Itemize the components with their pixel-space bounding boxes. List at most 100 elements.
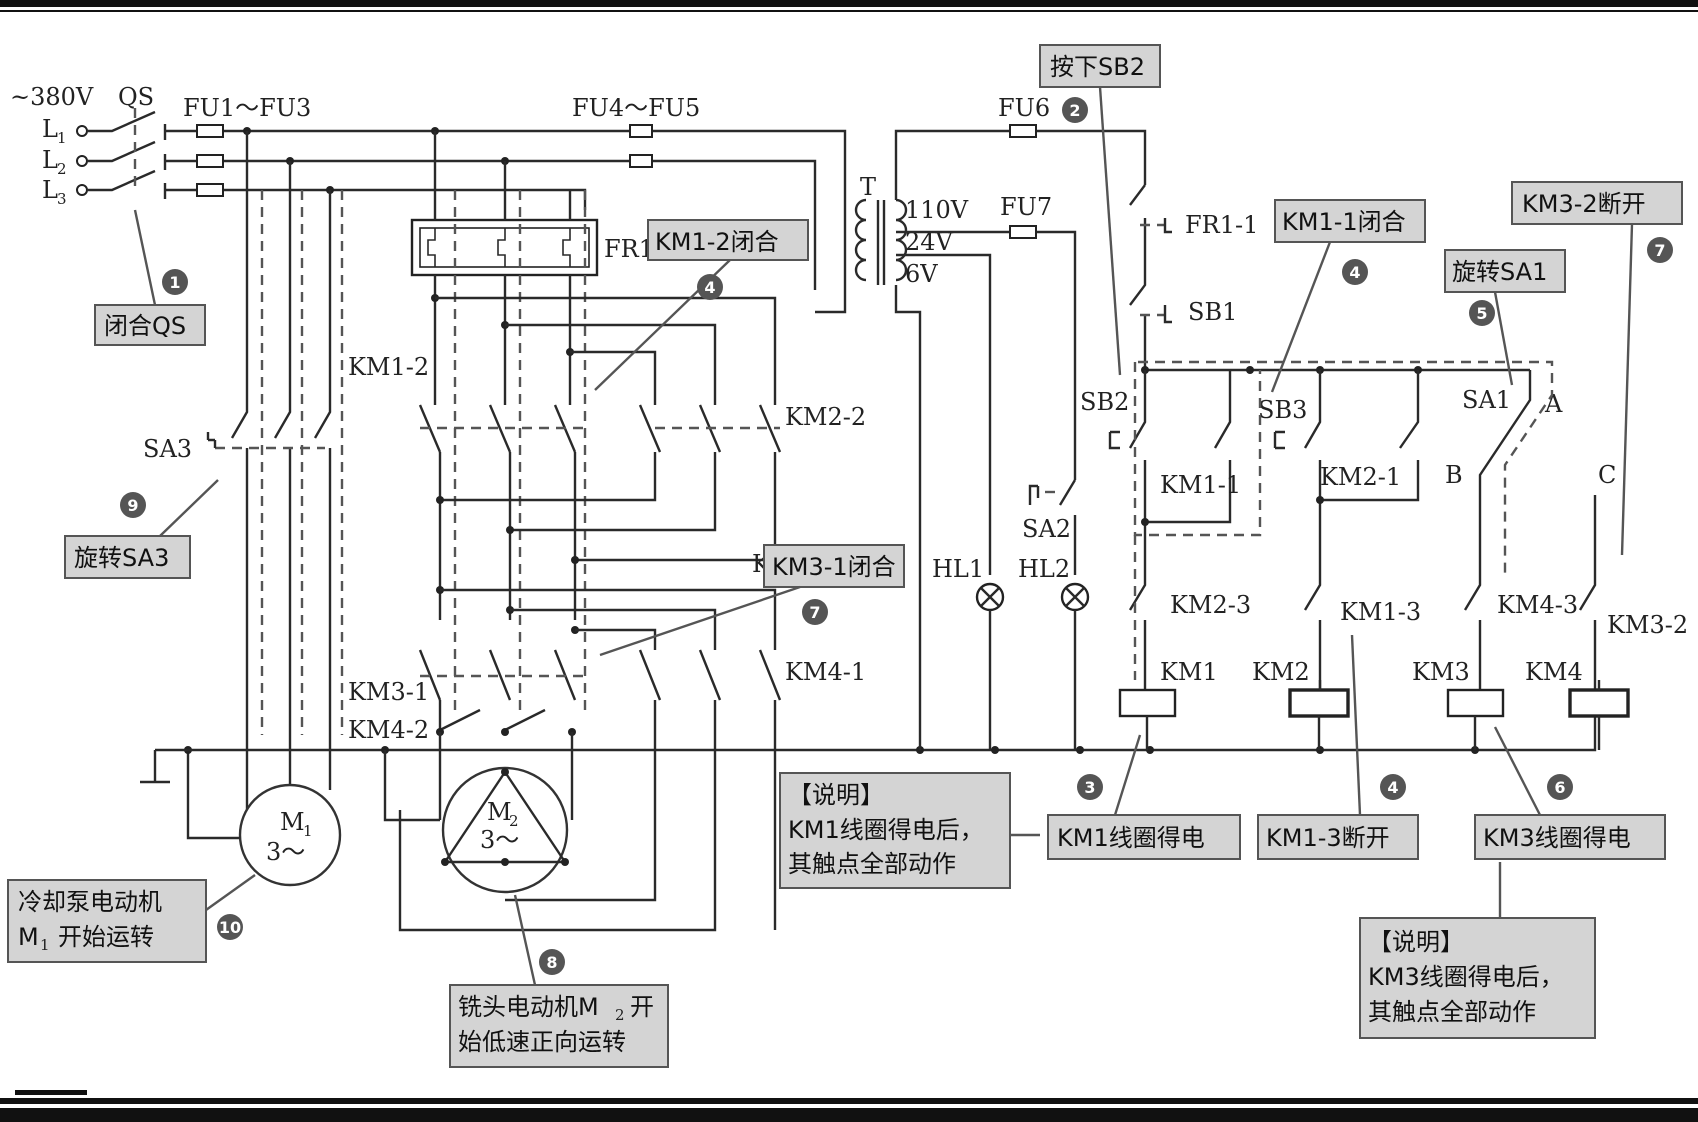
sa1-label: SA1 — [1462, 386, 1511, 414]
km3-2-label: KM3-2 — [1607, 611, 1688, 639]
km2-1-label: KM2-1 — [1320, 463, 1401, 491]
m1-branch: SA3 M 1 3～ — [143, 131, 344, 887]
line-l1: L — [42, 115, 58, 143]
callout-km3-coil: KM3线圈得电 — [1483, 824, 1631, 852]
m1-run-line1: 冷却泵电动机 — [18, 888, 162, 916]
m1-sub: 1 — [303, 822, 313, 840]
fu1-fu3-label: FU1～FU3 — [183, 94, 311, 122]
coil-km1 — [1118, 688, 1177, 718]
note2-title: 【说明】 — [1368, 928, 1464, 956]
note1-line1: KM1线圈得电后， — [788, 816, 984, 844]
fr1-relay: FR1 — [410, 131, 654, 710]
km2-coil-label: KM2 — [1252, 658, 1310, 686]
top-border — [0, 0, 1698, 7]
fu7-label: FU7 — [1000, 193, 1052, 221]
callout-km3-1-close: KM3-1闭合 — [772, 553, 896, 581]
km1-2-label: KM1-2 — [348, 353, 429, 381]
m2-run-sub: 2 — [615, 1006, 625, 1024]
callout-km3-2-open: KM3-2断开 — [1522, 190, 1646, 218]
svg-text:7: 7 — [809, 603, 820, 622]
note1-title: 【说明】 — [788, 781, 884, 809]
line-l3: L — [42, 176, 58, 204]
sb1-label: SB1 — [1188, 298, 1237, 326]
fu6-label: FU6 — [998, 94, 1050, 122]
km3-1-label: KM3-1 — [348, 678, 429, 706]
svg-text:1: 1 — [169, 273, 180, 292]
svg-text:4: 4 — [704, 278, 715, 297]
m2-sub: 2 — [509, 812, 519, 830]
bottom-mark — [15, 1090, 87, 1095]
sa3-label: SA3 — [143, 435, 192, 463]
m2-run-line1: 铣头电动机M — [458, 993, 599, 1021]
callout-rotate-sa1: 旋转SA1 — [1452, 258, 1547, 286]
callout-close-qs: 闭合QS — [104, 312, 186, 340]
km1-1-label: KM1-1 — [1160, 471, 1241, 499]
svg-text:4: 4 — [1349, 263, 1360, 282]
km4-3-label: KM4-3 — [1497, 591, 1578, 619]
transformer: T 110V 24V 6V FU6 FU7 — [854, 94, 1147, 750]
callout-press-sb2: 按下SB2 — [1050, 53, 1145, 81]
motor-m1 — [238, 783, 342, 887]
fr1-1-label: FR1-1 — [1185, 211, 1258, 239]
km1-2-km2-2-contacts: KM1-2 KM2-2 — [348, 294, 866, 620]
km4-coil-label: KM4 — [1525, 658, 1583, 686]
sb3-label: SB3 — [1258, 396, 1307, 424]
m1-run-line2: 开始运转 — [58, 923, 154, 951]
note1-line2: 其触点全部动作 — [788, 850, 956, 878]
svg-text:8: 8 — [546, 953, 557, 972]
line-l2-sub: 2 — [57, 160, 67, 178]
km4-2-label: KM4-2 — [348, 716, 429, 744]
sb2-label: SB2 — [1080, 388, 1129, 416]
callout-km1-3-open: KM1-3断开 — [1266, 824, 1390, 852]
km1-coil-label: KM1 — [1160, 658, 1218, 686]
callouts: 闭合QS 1 按下SB2 2 KM1-2闭合 4 KM1-1闭合 4 KM3-2… — [7, 44, 1683, 1068]
sa1-b-label: B — [1445, 461, 1463, 489]
supply-voltage: ~380V — [10, 83, 94, 111]
m2-run-kai: 开 — [630, 993, 654, 1021]
control-circuit: FR1-1 SB1 SB2 KM1-1 KM2-3 SB3 KM2-1 KM1-… — [1080, 184, 1688, 750]
top-border-thin — [0, 10, 1698, 12]
svg-text:5: 5 — [1476, 304, 1487, 323]
callout-km1-coil: KM1线圈得电 — [1057, 824, 1205, 852]
note2-line2: 其触点全部动作 — [1368, 998, 1536, 1026]
svg-text:7: 7 — [1654, 241, 1665, 260]
fu4-fu5-label: FU4～FU5 — [572, 94, 700, 122]
svg-text:10: 10 — [219, 918, 241, 937]
bottom-border — [0, 1098, 1698, 1104]
km3-coil-label: KM3 — [1412, 658, 1470, 686]
km4-1-label: KM4-1 — [785, 658, 866, 686]
m1-phase: 3～ — [266, 838, 305, 866]
bottom-border-thick — [0, 1108, 1698, 1122]
main-bus: FU1～FU3 FU4～FU5 — [165, 94, 847, 314]
sa2-label: SA2 — [1022, 515, 1071, 543]
km2-2-label: KM2-2 — [785, 403, 866, 431]
fr1-label: FR1 — [604, 235, 654, 263]
callout-km1-1-close: KM1-1闭合 — [1282, 208, 1406, 236]
svg-text:9: 9 — [127, 496, 138, 515]
lamps: HL1 SA2 HL2 — [932, 479, 1090, 750]
km1-3-label: KM1-3 — [1340, 598, 1421, 626]
tap-110v: 110V — [905, 196, 969, 224]
qs-label: QS — [118, 83, 154, 111]
svg-text:6: 6 — [1554, 778, 1565, 797]
m1-run-m: M — [18, 923, 39, 951]
line-l2: L — [42, 146, 58, 174]
sa1-a-label: A — [1544, 390, 1563, 418]
m1-run-sub: 1 — [40, 936, 50, 954]
hl1-label: HL1 — [932, 555, 984, 583]
m2-run-line2: 始低速正向运转 — [458, 1028, 626, 1056]
coil-km2 — [1288, 688, 1350, 718]
line-l1-sub: 1 — [57, 129, 67, 147]
km2-3-label: KM2-3 — [1170, 591, 1251, 619]
callout-km1-2-close: KM1-2闭合 — [655, 228, 779, 256]
m2-phase: 3～ — [480, 826, 519, 854]
callout-rotate-sa3: 旋转SA3 — [74, 544, 169, 572]
supply-section: ~380V QS L 1 L 2 L 3 — [10, 83, 167, 208]
m2-label: M — [487, 798, 512, 826]
transformer-label: T — [860, 173, 876, 201]
tap-6v: 6V — [905, 260, 938, 288]
note2-line1: KM3线圈得电后， — [1368, 963, 1564, 991]
coil-km4 — [1568, 688, 1630, 718]
hl2-label: HL2 — [1018, 555, 1070, 583]
svg-text:4: 4 — [1387, 778, 1398, 797]
